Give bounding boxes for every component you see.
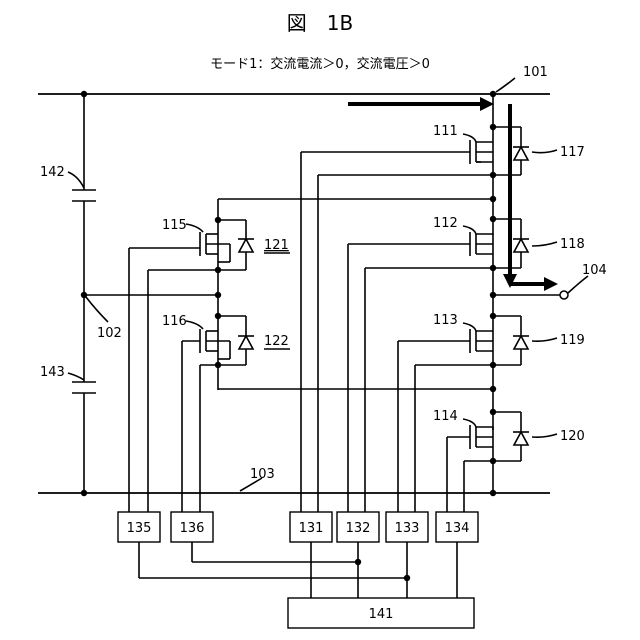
driver-box-136: 136 xyxy=(171,512,213,542)
label-112: 112 xyxy=(433,216,458,231)
switch-114 xyxy=(447,412,521,493)
capacitor-column xyxy=(72,91,96,496)
label-101: 101 xyxy=(523,65,548,80)
switch-111 xyxy=(301,127,521,175)
label-142: 142 xyxy=(40,165,65,180)
driver-box-134: 134 xyxy=(436,512,478,542)
driver-label-131: 131 xyxy=(299,521,324,536)
label-122: 122 xyxy=(264,334,289,349)
label-117: 117 xyxy=(560,145,585,160)
driver-label-135: 135 xyxy=(127,521,152,536)
control-bus xyxy=(139,542,457,598)
label-103: 103 xyxy=(250,467,275,482)
label-143: 143 xyxy=(40,365,65,380)
leader-102 xyxy=(86,297,108,322)
label-119: 119 xyxy=(560,333,585,348)
leader-115 xyxy=(186,224,203,232)
label-104: 104 xyxy=(582,263,607,278)
driver-box-133: 133 xyxy=(386,512,428,542)
figure-title: 図 1B xyxy=(287,11,353,35)
driver-label-133: 133 xyxy=(395,521,420,536)
diode-120 xyxy=(493,427,529,461)
leader-119 xyxy=(532,338,557,341)
driver-box-132: 132 xyxy=(337,512,379,542)
label-114: 114 xyxy=(433,409,458,424)
label-113: 113 xyxy=(433,313,458,328)
driver-label-132: 132 xyxy=(346,521,371,536)
gate-wires xyxy=(129,152,464,512)
controller-box-141: 141 xyxy=(288,598,474,628)
leader-101 xyxy=(496,78,515,92)
leader-118 xyxy=(532,242,557,246)
switch-113 xyxy=(398,316,521,365)
leader-143 xyxy=(68,373,84,380)
controller-label-141: 141 xyxy=(369,607,394,622)
label-121: 121 xyxy=(264,238,289,253)
diode-122 xyxy=(218,331,254,365)
label-111: 111 xyxy=(433,124,458,139)
label-115: 115 xyxy=(162,218,187,233)
output-terminal-104 xyxy=(560,291,568,299)
leader-117 xyxy=(532,150,557,153)
leader-116 xyxy=(186,321,203,329)
driver-label-134: 134 xyxy=(445,521,470,536)
diode-121 xyxy=(218,235,254,270)
label-120: 120 xyxy=(560,429,585,444)
figure-subtitle: モード1：交流電流＞0，交流電圧＞0 xyxy=(210,56,430,72)
label-116: 116 xyxy=(162,314,187,329)
leader-120 xyxy=(532,434,557,437)
diode-119 xyxy=(493,331,529,365)
label-102: 102 xyxy=(97,326,122,341)
driver-box-131: 131 xyxy=(290,512,332,542)
driver-box-135: 135 xyxy=(118,512,160,542)
label-118: 118 xyxy=(560,237,585,252)
leader-142 xyxy=(68,172,84,188)
switch-115 xyxy=(129,220,246,262)
driver-label-136: 136 xyxy=(180,521,205,536)
leader-104 xyxy=(568,276,588,293)
